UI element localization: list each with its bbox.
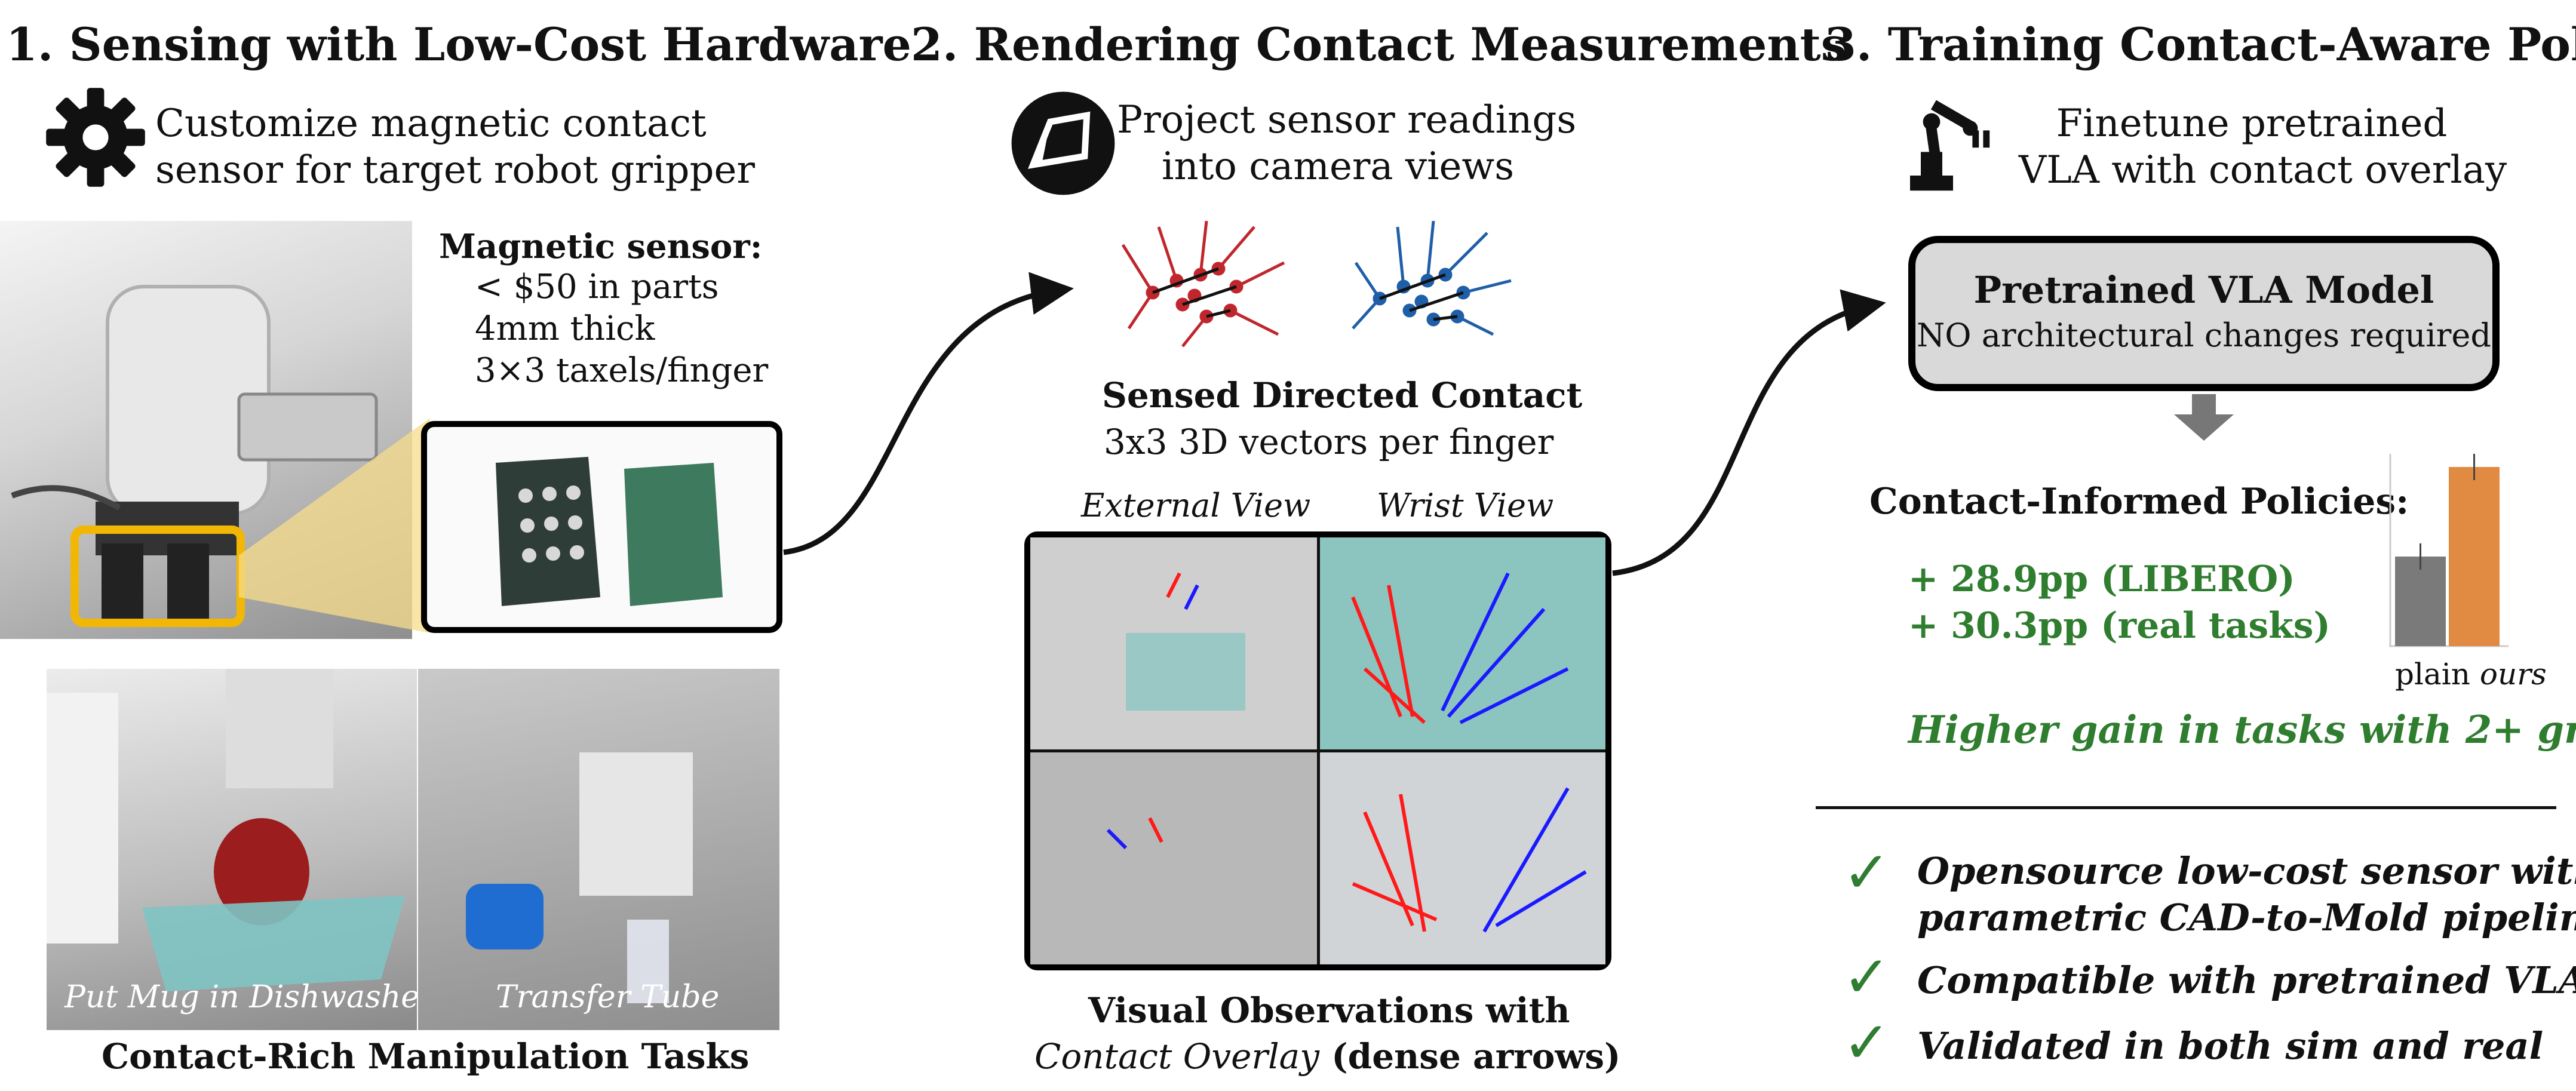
policies-title: Contact-Informed Policies: bbox=[1869, 481, 2409, 523]
model-subtitle: NO architectural changes required bbox=[1917, 316, 2491, 354]
gripper-photo bbox=[0, 221, 412, 639]
check-icon: ✓ bbox=[1843, 1009, 1891, 1076]
bullet1-line2: parametric CAD-to-Mold pipeline bbox=[1917, 896, 2576, 939]
model-title: Pretrained VLA Model bbox=[1973, 268, 2434, 312]
gear-icon bbox=[42, 84, 149, 191]
arrow-panel1-to-panel2 bbox=[783, 272, 1074, 555]
task-photo-tube: Transfer Tube bbox=[418, 669, 779, 1030]
bullet1-line1: Opensource low-cost sensor with bbox=[1917, 849, 2576, 893]
spec-title: Magnetic sensor: bbox=[439, 227, 763, 266]
contact-overlay-term: Contact Overlay bbox=[1034, 1036, 1320, 1077]
down-arrow bbox=[2174, 394, 2234, 441]
section-divider bbox=[1816, 806, 2556, 809]
external-view-label: External View bbox=[1081, 487, 1311, 524]
bullet3-text: Validated in both sim and real bbox=[1917, 1024, 2544, 1068]
panel2-bottom-line1: Visual Observations with bbox=[1088, 990, 1570, 1031]
spec-item-thickness: 4mm thick bbox=[475, 309, 655, 348]
gain-note: Higher gain in tasks with 2+ grasps bbox=[1908, 708, 2576, 752]
bar-label-ours: ours bbox=[2479, 657, 2547, 692]
wrist-view-label: Wrist View bbox=[1377, 487, 1554, 524]
task1-caption: Put Mug in Dishwasher bbox=[65, 979, 417, 1015]
bullet2-text: Compatible with pretrained VLAs bbox=[1917, 958, 2576, 1002]
sensor-board-front bbox=[496, 457, 600, 606]
bar-plain bbox=[2395, 557, 2446, 646]
panel3-title: 3. Training Contact-Aware Policy bbox=[1825, 18, 2576, 71]
sensor-board-frame bbox=[421, 421, 782, 633]
sensed-title: Sensed Directed Contact bbox=[1102, 375, 1583, 416]
zoom-callout-wedge bbox=[239, 418, 430, 633]
dense-arrows-text: (dense arrows) bbox=[1319, 1036, 1621, 1077]
bar-label-plain: plain bbox=[2395, 657, 2471, 692]
panel1-bottom-caption: Contact-Rich Manipulation Tasks bbox=[102, 1036, 750, 1077]
check-icon: ✓ bbox=[1843, 839, 1891, 906]
robot-arm-icon bbox=[1899, 90, 2007, 197]
camera-views-frame bbox=[1024, 531, 1611, 970]
panel2-title: 2. Rendering Contact Measurements bbox=[911, 18, 1847, 71]
gain-real: + 30.3pp (real tasks) bbox=[1908, 605, 2331, 647]
panel1-title: 1. Sensing with Low-Cost Hardware bbox=[6, 18, 911, 71]
sensor-board-back bbox=[624, 463, 723, 606]
spec-item-cost: < $50 in parts bbox=[475, 268, 719, 306]
sensed-vectors-blue bbox=[1352, 220, 1512, 336]
panel3-lead-line2: VLA with contact overlay bbox=[2019, 148, 2507, 192]
panel2-lead-line1: Project sensor readings bbox=[1117, 98, 1577, 142]
wrist-view-top bbox=[1320, 537, 1605, 749]
sensed-subtitle: 3x3 3D vectors per finger bbox=[1104, 422, 1554, 462]
panel2-bottom-line2: Contact Overlay (dense arrows) bbox=[1034, 1036, 1620, 1077]
external-view-bottom bbox=[1030, 752, 1317, 964]
panel1-lead-line2: sensor for target robot gripper bbox=[155, 148, 755, 192]
panel3-lead-line1: Finetune pretrained bbox=[2056, 102, 2448, 146]
spec-item-taxels: 3×3 taxels/finger bbox=[475, 351, 769, 390]
task2-caption: Transfer Tube bbox=[496, 979, 720, 1015]
bar-labels: plain ours bbox=[2395, 657, 2547, 692]
mini-bar-chart bbox=[2389, 454, 2509, 651]
bar-ours bbox=[2449, 467, 2500, 646]
pretrained-model-box: Pretrained VLA Model NO architectural ch… bbox=[1908, 236, 2500, 391]
arrow-panel2-to-panel3 bbox=[1612, 289, 1886, 576]
sensed-vectors-red bbox=[1121, 220, 1285, 348]
wrist-view-bottom bbox=[1320, 752, 1605, 964]
panel2-lead-line2: into camera views bbox=[1161, 145, 1515, 189]
gripper-highlight-box bbox=[70, 525, 245, 627]
projection-icon bbox=[1009, 90, 1117, 197]
gain-libero: + 28.9pp (LIBERO) bbox=[1908, 558, 2295, 600]
task-photo-dishwasher: Put Mug in Dishwasher bbox=[47, 669, 417, 1030]
check-icon: ✓ bbox=[1843, 944, 1891, 1010]
panel1-lead-line1: Customize magnetic contact bbox=[155, 102, 707, 146]
